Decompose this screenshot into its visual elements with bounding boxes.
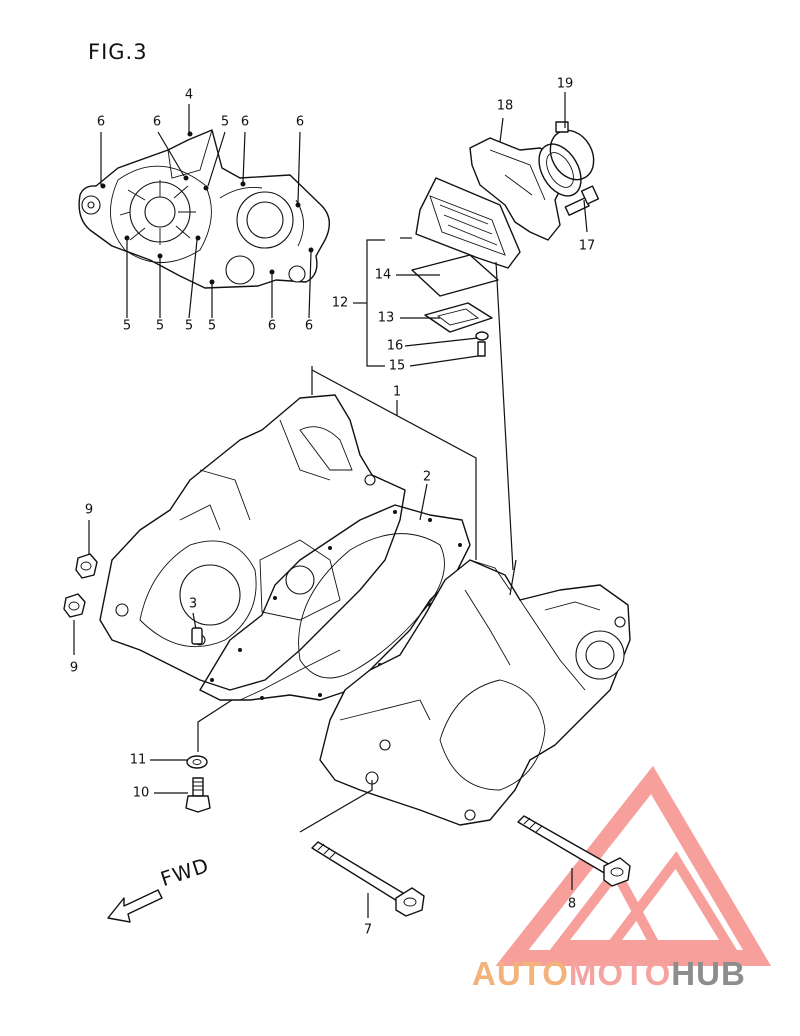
reed-block: [415, 177, 521, 269]
callout-10: 10: [132, 785, 150, 801]
callout-5-bottom-b: 5: [155, 318, 165, 334]
callout-17: 17: [578, 238, 596, 254]
washer-part-11: [186, 755, 208, 769]
callout-15: 15: [388, 358, 406, 374]
reed-plate-part-13: [424, 302, 493, 333]
callout-5-bottom-d: 5: [207, 318, 217, 334]
brand-moto: MOTO: [568, 955, 672, 992]
callout-18: 18: [496, 98, 514, 114]
callout-8: 8: [567, 896, 577, 912]
callout-6-top-b: 6: [152, 114, 162, 130]
intake-leaders: [353, 92, 588, 571]
brand-hub: HUB: [671, 955, 746, 992]
dowel-pin-part-3: [191, 627, 203, 645]
callout-16: 16: [386, 338, 404, 354]
figure-title: FIG.3: [88, 40, 148, 64]
forward-arrow-icon: [107, 889, 163, 923]
callout-12: 12: [331, 295, 349, 311]
screw-part-15: [477, 341, 486, 357]
crankcase-right-half: [319, 559, 631, 826]
long-bolt-part-7: [311, 841, 425, 917]
long-bolt-part-8: [517, 815, 631, 887]
bolt-part-10: [185, 777, 211, 813]
nut-part-9-lower: [63, 593, 86, 618]
cover-plate-part-4: [78, 129, 330, 289]
callout-9-upper: 9: [84, 502, 94, 518]
callout-6-bottom-a: 6: [267, 318, 277, 334]
watermark-logo: [495, 765, 772, 966]
cover-leaders: [100, 104, 312, 319]
callout-3: 3: [188, 596, 198, 612]
callout-14: 14: [374, 267, 392, 283]
callout-9-lower: 9: [69, 660, 79, 676]
callout-6-bottom-b: 6: [304, 318, 314, 334]
clamp-part-19: [549, 121, 595, 181]
callout-5-bottom-a: 5: [122, 318, 132, 334]
callout-1: 1: [392, 384, 402, 400]
brand-auto: AUTO: [472, 955, 569, 992]
callout-5-top: 5: [220, 114, 230, 130]
callout-6-top-c: 6: [240, 114, 250, 130]
callout-2: 2: [422, 469, 432, 485]
intake-manifold-part-18: [469, 137, 582, 241]
callout-5-bottom-c: 5: [184, 318, 194, 334]
callout-6-top-d: 6: [295, 114, 305, 130]
callout-7: 7: [363, 922, 373, 938]
callout-4: 4: [184, 87, 194, 103]
callout-6-top-a: 6: [96, 114, 106, 130]
callout-13: 13: [377, 310, 395, 326]
case-leaders: [73, 366, 573, 918]
callout-11: 11: [129, 752, 147, 768]
watermark-brand-text: AUTOMOTOHUB: [472, 955, 746, 993]
gasket-part-14: [411, 254, 499, 297]
crankcase-gasket-part-2: [199, 504, 471, 701]
crankcase-left-half: [99, 394, 406, 701]
washer-part-16: [475, 331, 489, 341]
callout-19: 19: [556, 76, 574, 92]
nut-part-9-upper: [75, 553, 98, 579]
bolt-part-17: [564, 185, 600, 216]
